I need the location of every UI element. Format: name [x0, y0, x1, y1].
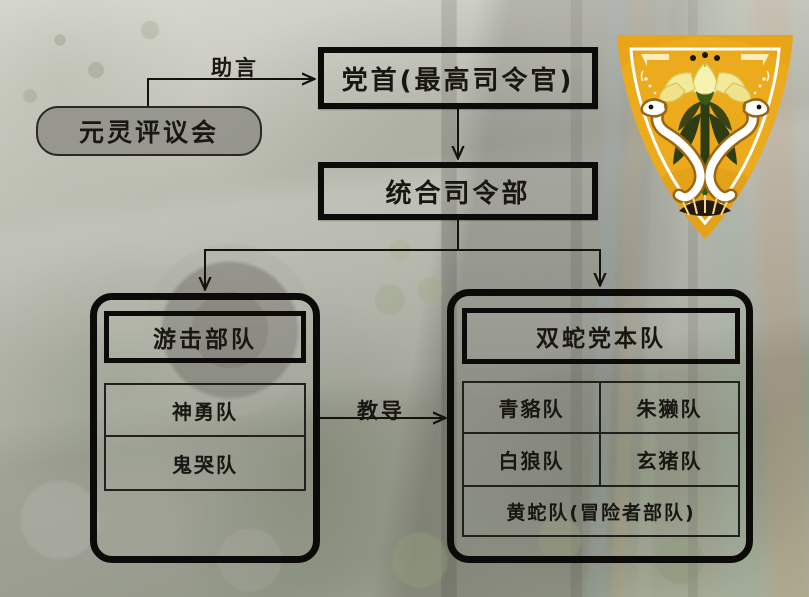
- node-elemental-council[interactable]: 元灵评议会: [36, 106, 262, 156]
- unit-cell-huangshe-adventurer[interactable]: 黄蛇队(冒险者部队): [462, 487, 740, 537]
- node-party-leader[interactable]: 党首(最高司令官): [318, 47, 598, 109]
- snake-heads-icon: [640, 98, 770, 118]
- edge-joint-to-main: [458, 249, 600, 284]
- edge-label-instruct: 教导: [357, 399, 405, 423]
- lily-flower-icon: [658, 52, 752, 105]
- unit-cell-xuanzhu[interactable]: 玄猪队: [601, 434, 740, 487]
- edge-joint-to-guerrilla: [205, 220, 459, 288]
- plant-leaves-icon: [673, 101, 737, 165]
- header-guerrilla-forces[interactable]: 游击部队: [104, 311, 306, 363]
- corner-chevron-left-icon: [641, 54, 669, 66]
- edge-label-advice: 助言: [211, 56, 259, 80]
- edge-council-to-leader: [147, 79, 313, 106]
- unit-cell-guiku[interactable]: 鬼哭队: [104, 437, 306, 491]
- twin-snakes-icon: [650, 100, 760, 204]
- group-guerrilla-forces: [90, 293, 320, 563]
- fan-ornament-icon: [679, 195, 731, 216]
- node-joint-command[interactable]: 统合司令部: [318, 162, 598, 220]
- unit-cell-bailang[interactable]: 白狼队: [462, 434, 601, 487]
- twin-serpent-lily-crest-icon: [617, 35, 793, 239]
- header-twin-serpent-main-corps[interactable]: 双蛇党本队: [462, 308, 740, 364]
- corner-chevron-right-icon: [741, 54, 769, 66]
- dot-flourishes-icon: [640, 70, 770, 95]
- unit-cell-shenyong[interactable]: 神勇队: [104, 383, 306, 437]
- shield-inner-border-icon: [629, 47, 781, 226]
- unit-cell-zhuta[interactable]: 朱獭队: [601, 381, 740, 434]
- unit-cell-qinghe[interactable]: 青貉队: [462, 381, 601, 434]
